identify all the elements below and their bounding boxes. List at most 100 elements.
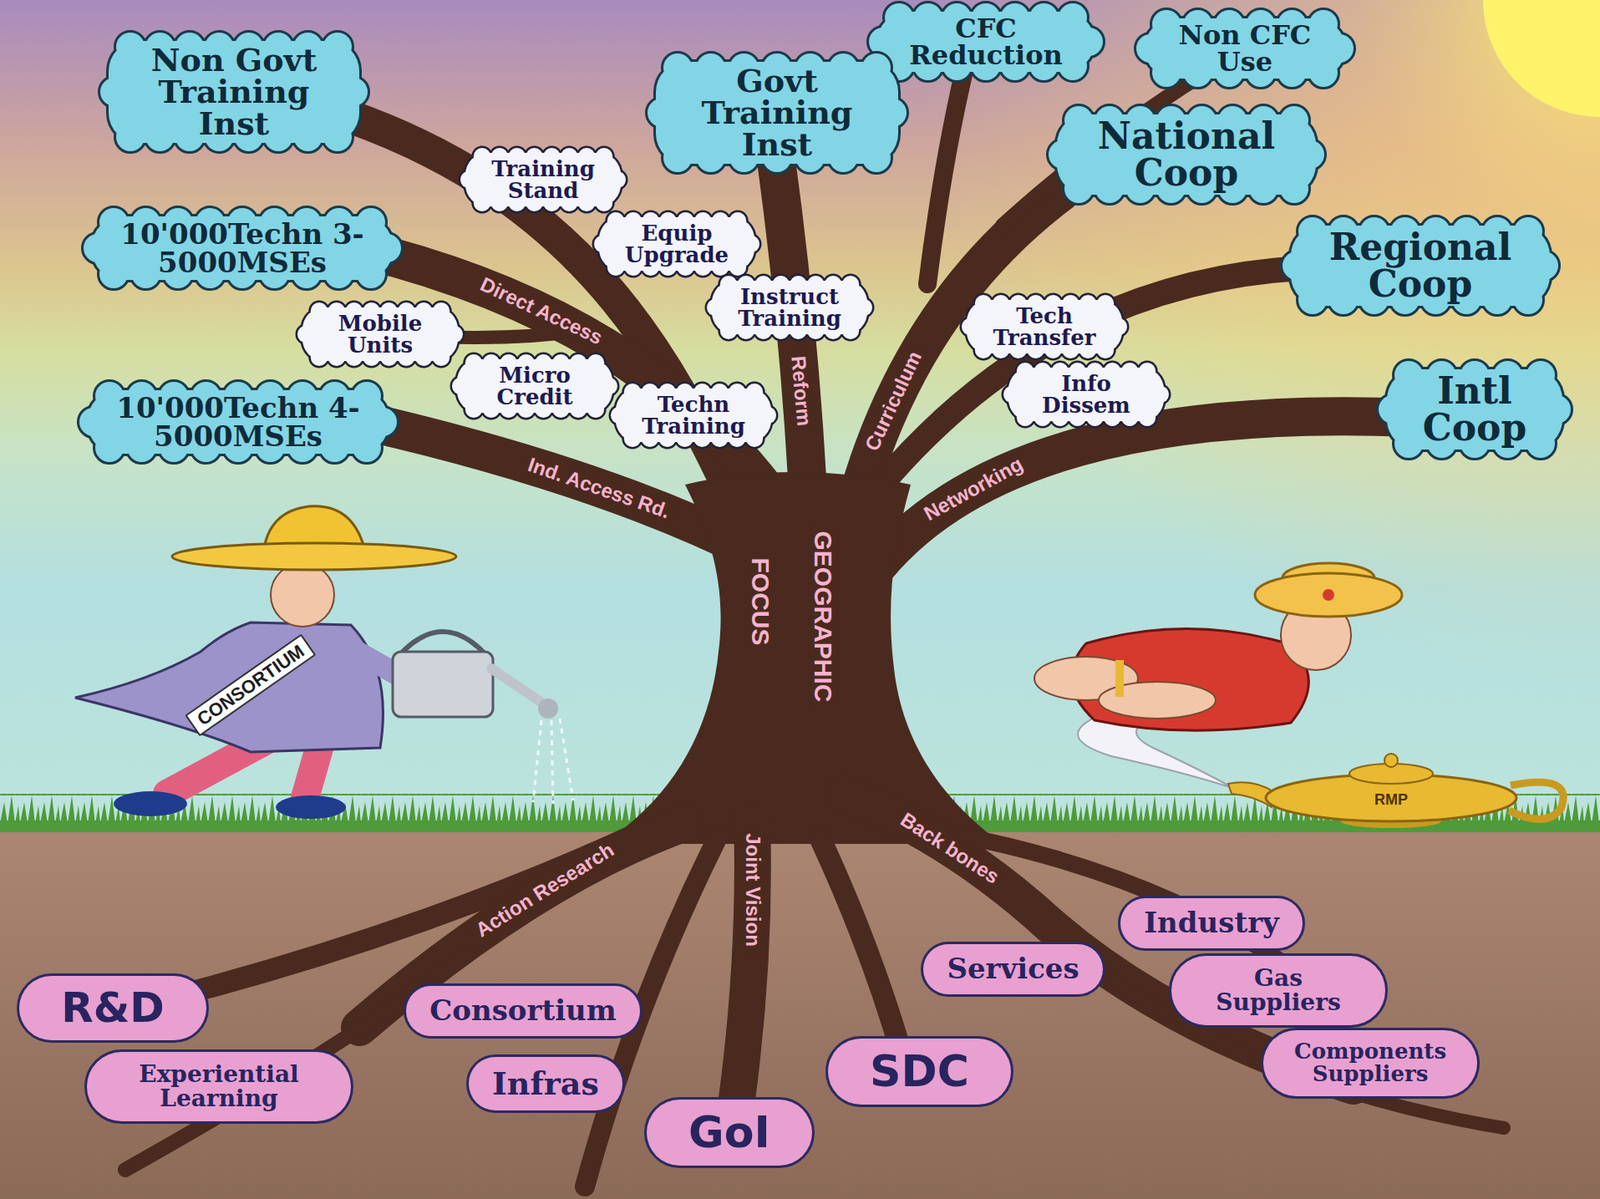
activity-cloud: Mobile Units [297,302,463,366]
cloud-bump [1280,106,1309,135]
cloud-bump [663,53,692,82]
shape-border [1003,362,1169,427]
node-text: Mobile Units [317,312,443,356]
cloud-bump [1110,318,1128,336]
cloud-bump [1064,174,1093,204]
shape-body [655,61,899,164]
node-text: Regional Coop [1315,228,1525,303]
shape-fill [1378,360,1571,458]
cloud-bump [432,349,450,366]
node-text: CFC Reduction [902,15,1070,69]
cloud-bump [862,53,891,82]
shape-body [1263,1030,1478,1097]
cloud-bump [1152,10,1181,39]
shape-fill [460,147,626,212]
shape-border [297,302,463,366]
node-text: Non CFC Use [1169,21,1321,76]
cloud-bump [328,349,346,366]
cloud-bump [127,433,157,463]
cloud-bump [1329,285,1358,315]
cloud-bump [1542,395,1571,424]
node-text: Equip Upgrade [614,222,740,266]
can-handle [401,631,485,654]
cloud-bump [1048,140,1077,169]
cloud-bump [842,322,859,340]
cloud-bump [1526,429,1555,458]
cloud-bump [878,98,907,127]
cloud-bump [368,407,397,437]
shape-fill [100,32,368,152]
cloud-bump [569,354,587,371]
cloud-bump [1138,409,1156,427]
cloud-bump [465,401,483,418]
cloud-bump [1378,395,1407,424]
root-oval: Infras [468,1056,623,1111]
goal-cloud: CFC Reduction [868,3,1103,81]
cloud-bump [720,275,737,293]
cloud-bump [862,53,891,82]
cloud-bump [339,77,368,107]
cloud-bump [1282,251,1311,280]
cloud-bump [1295,140,1325,169]
cloud-bump [297,325,315,343]
roots [125,793,1504,1187]
cloud-bump [460,171,478,188]
cloud-bump [310,302,328,320]
cloud-bump [1483,285,1512,315]
cloud-bump [310,349,328,366]
node-text: SDC [869,1048,970,1095]
cloud-bump [1183,58,1213,87]
cloud-bump [1378,395,1407,424]
cloud-bump [746,383,763,401]
cloud-bump [1529,251,1559,280]
shape-fill [647,53,907,173]
shape-body [655,61,899,164]
cloud-bump [578,194,595,212]
cloud-bump [569,354,587,371]
cloud-bump [1097,341,1114,359]
node-text: 10'000Techn 4-5000MSEs [112,393,364,451]
cloud-bump [1249,174,1278,204]
cloud-bump [828,143,858,173]
activity-cloud: Equip Upgrade [594,212,760,276]
cloud-bump [1249,174,1278,204]
node-text: Infras [492,1066,600,1101]
shape-body [1290,225,1550,306]
cloud-bump [746,430,763,447]
shape-fill [1003,362,1169,427]
cloud-bump [452,377,469,395]
water-drops [551,720,554,804]
hat-brim [172,543,457,570]
node-text: Micro Credit [472,364,598,408]
shape-fill [923,944,1103,995]
activity-cloud: Techn Training [610,383,777,447]
cloud-bump [1298,285,1327,315]
cloud-bump [116,122,145,152]
shape-border [827,1038,1011,1105]
cloud-bump [465,354,483,371]
cloud-bump [1513,217,1543,246]
lamp-handle [1508,782,1564,819]
cloud-bump [1329,285,1358,315]
cloud-bump [1513,285,1543,315]
cloud-bump [594,235,611,253]
shape-fill [452,354,618,418]
genie-turban [1254,573,1402,617]
cloud-bump [595,147,613,165]
cloud-bump [720,275,737,293]
cloud-bump [328,349,346,366]
lamp-knob [1384,753,1398,767]
cloud-bump [975,294,992,312]
shape-fill [406,985,640,1037]
goal-cloud: 10'000Techn 3-5000MSEs [83,208,402,289]
shape-body [406,985,640,1037]
cloud-bump [961,318,979,336]
cloud-bump [1074,27,1103,56]
cloud-bump [1034,362,1052,380]
shape-fill [1263,1030,1478,1097]
node-text: R&D [60,985,165,1031]
shape-border [610,383,777,447]
cloud-bump [711,212,729,229]
cloud-bump [663,143,692,173]
shape-border [594,212,760,276]
